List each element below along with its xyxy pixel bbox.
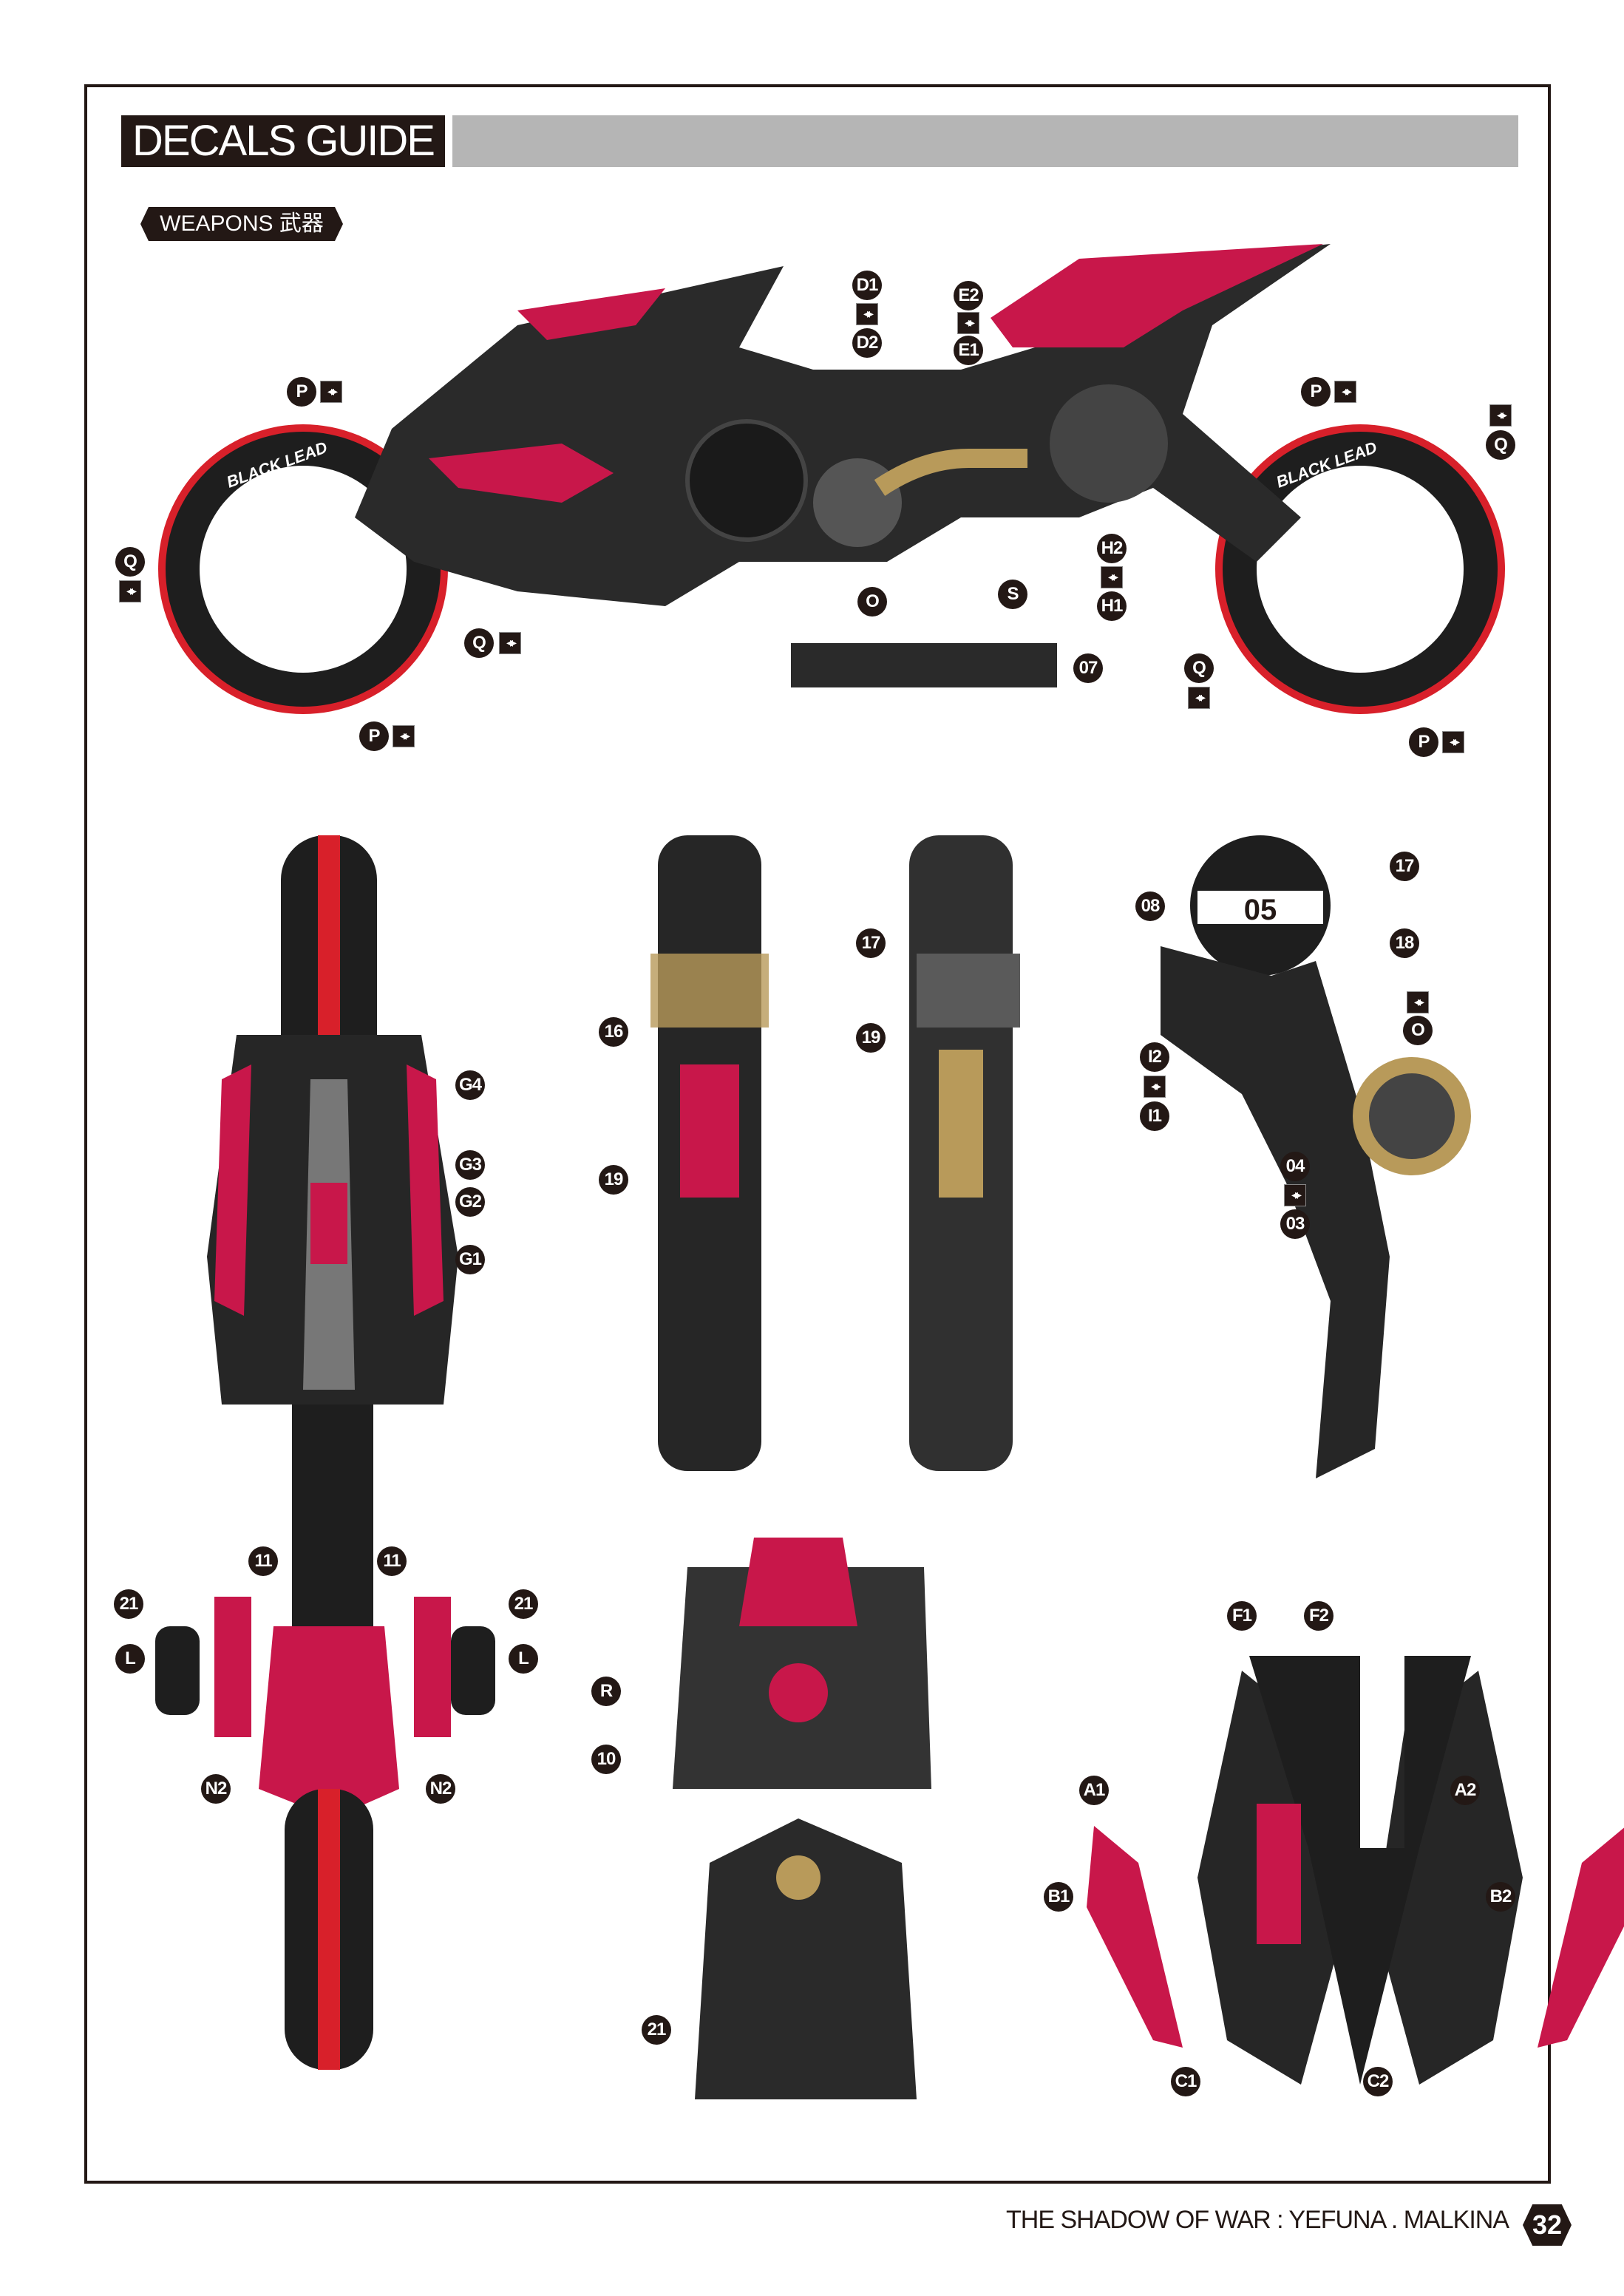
callout-p: P (1409, 727, 1438, 757)
callout-s: S (998, 580, 1027, 609)
callout-p: P (359, 721, 389, 751)
callout-l: L (509, 1644, 538, 1674)
header-bar (452, 115, 1518, 167)
callout-11: 11 (377, 1546, 407, 1576)
swap-direction-icon: ◂▸ (1144, 1076, 1166, 1098)
top-view-bike (155, 835, 495, 2070)
callout-c1: C1 (1171, 2067, 1200, 2096)
callout-f2: F2 (1304, 1601, 1333, 1631)
callout-f1: F1 (1227, 1601, 1257, 1631)
callout-h2: H2 (1097, 534, 1127, 563)
side-view-bike: BLACK LEAD BLACK LEAD (158, 244, 1505, 714)
cowl-view (1087, 1656, 1624, 2085)
callout-g3: G3 (455, 1150, 485, 1180)
callout-n2: N2 (201, 1774, 231, 1804)
callout-19: 19 (856, 1023, 886, 1053)
callout-21: 21 (509, 1589, 538, 1619)
callout-q: Q (1184, 653, 1214, 683)
callout-e1: E1 (954, 336, 983, 365)
callout-08: 08 (1135, 891, 1165, 921)
page-frame (84, 84, 1551, 2184)
callout-03: 03 (1280, 1209, 1310, 1239)
callout-o: O (857, 587, 887, 617)
callout-g2: G2 (455, 1187, 485, 1217)
callout-p: P (287, 377, 316, 407)
callout-e2: E2 (954, 281, 983, 310)
callout-a2: A2 (1450, 1776, 1480, 1805)
callout-q: Q (115, 547, 145, 577)
callout-i2: I2 (1140, 1042, 1169, 1072)
page-title: DECALS GUIDE (121, 115, 445, 167)
callout-19: 19 (599, 1165, 628, 1195)
callout-04: 04 (1280, 1152, 1310, 1181)
callout-18: 18 (1390, 928, 1419, 958)
callout-10: 10 (591, 1745, 621, 1774)
section-tag: WEAPONS 武器 (140, 207, 343, 241)
callout-g4: G4 (455, 1070, 485, 1100)
callout-q: Q (464, 628, 494, 658)
callout-g1: G1 (455, 1245, 485, 1274)
swap-direction-icon: ◂▸ (1188, 687, 1210, 709)
callout-b1: B1 (1044, 1882, 1073, 1912)
callout-c2: C2 (1363, 2067, 1393, 2096)
callout-i1: I1 (1140, 1101, 1169, 1131)
footer-title: THE SHADOW OF WAR : YEFUNA . MALKINA (1006, 2206, 1509, 2234)
callout-21: 21 (642, 2015, 671, 2045)
swap-direction-icon: ◂▸ (119, 580, 141, 602)
swap-direction-icon: ◂▸ (1284, 1184, 1306, 1206)
callout-d1: D1 (852, 271, 882, 300)
callout-r: R (591, 1677, 621, 1706)
swap-direction-icon: ◂▸ (957, 312, 979, 334)
swap-direction-icon: ◂▸ (499, 632, 521, 654)
callout-17: 17 (1390, 852, 1419, 881)
callout-17: 17 (856, 928, 886, 958)
swap-direction-icon: ◂▸ (1101, 566, 1123, 588)
page-number: 32 (1523, 2204, 1572, 2246)
callout-21: 21 (114, 1589, 143, 1619)
callout-16: 16 (599, 1017, 628, 1047)
callout-o: O (1403, 1016, 1433, 1045)
callout-a1: A1 (1079, 1776, 1109, 1805)
swap-direction-icon: ◂▸ (393, 725, 415, 747)
callout-d2: D2 (852, 328, 882, 358)
swap-direction-icon: ◂▸ (1334, 381, 1356, 403)
callout-l: L (115, 1644, 145, 1674)
swap-direction-icon: ◂▸ (320, 381, 342, 403)
callout-b2: B2 (1486, 1882, 1515, 1912)
callout-p: P (1301, 377, 1331, 407)
swap-direction-icon: ◂▸ (856, 303, 878, 325)
swap-direction-icon: ◂▸ (1489, 404, 1512, 427)
callout-h1: H1 (1097, 591, 1127, 621)
rear-views (673, 1538, 931, 2099)
swap-direction-icon: ◂▸ (1407, 991, 1429, 1013)
callout-n2: N2 (426, 1774, 455, 1804)
leg-views: 05 (650, 835, 1471, 1478)
svg-text:05: 05 (1244, 894, 1277, 926)
callout-07: 07 (1073, 653, 1103, 683)
callout-11: 11 (248, 1546, 278, 1576)
swap-direction-icon: ◂▸ (1442, 731, 1464, 753)
callout-q: Q (1486, 430, 1515, 460)
